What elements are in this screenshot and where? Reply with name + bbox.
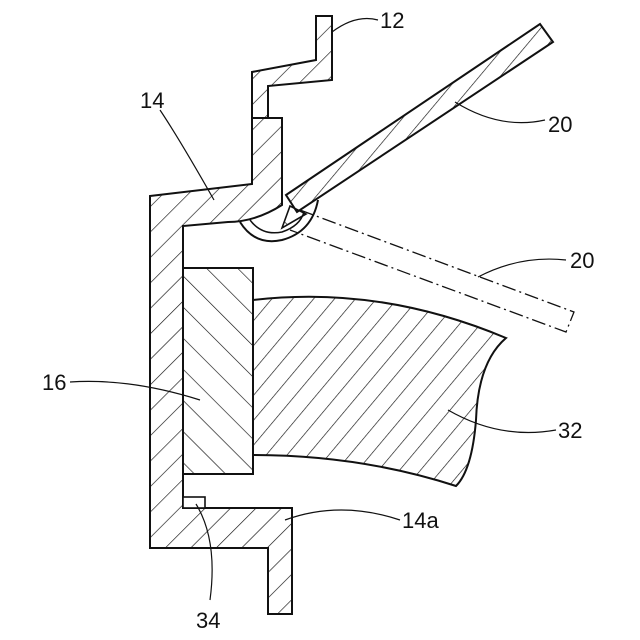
label-16: 16 — [42, 370, 66, 395]
leader-12 — [332, 19, 378, 33]
label-14a: 14a — [402, 508, 439, 533]
label-34: 34 — [196, 608, 220, 633]
leader-14a — [285, 510, 400, 520]
part-16-block — [183, 268, 253, 474]
leader-14 — [160, 110, 214, 200]
leader-20-closed — [455, 102, 545, 123]
leader-20-open — [478, 259, 566, 277]
label-12: 12 — [380, 8, 404, 33]
part-34-rib — [183, 497, 205, 508]
label-20-closed: 20 — [548, 112, 572, 137]
label-20-open: 20 — [570, 248, 594, 273]
label-14: 14 — [140, 88, 164, 113]
part-32-body — [253, 297, 506, 486]
label-32: 32 — [558, 418, 582, 443]
part-12-bracket — [252, 16, 332, 118]
